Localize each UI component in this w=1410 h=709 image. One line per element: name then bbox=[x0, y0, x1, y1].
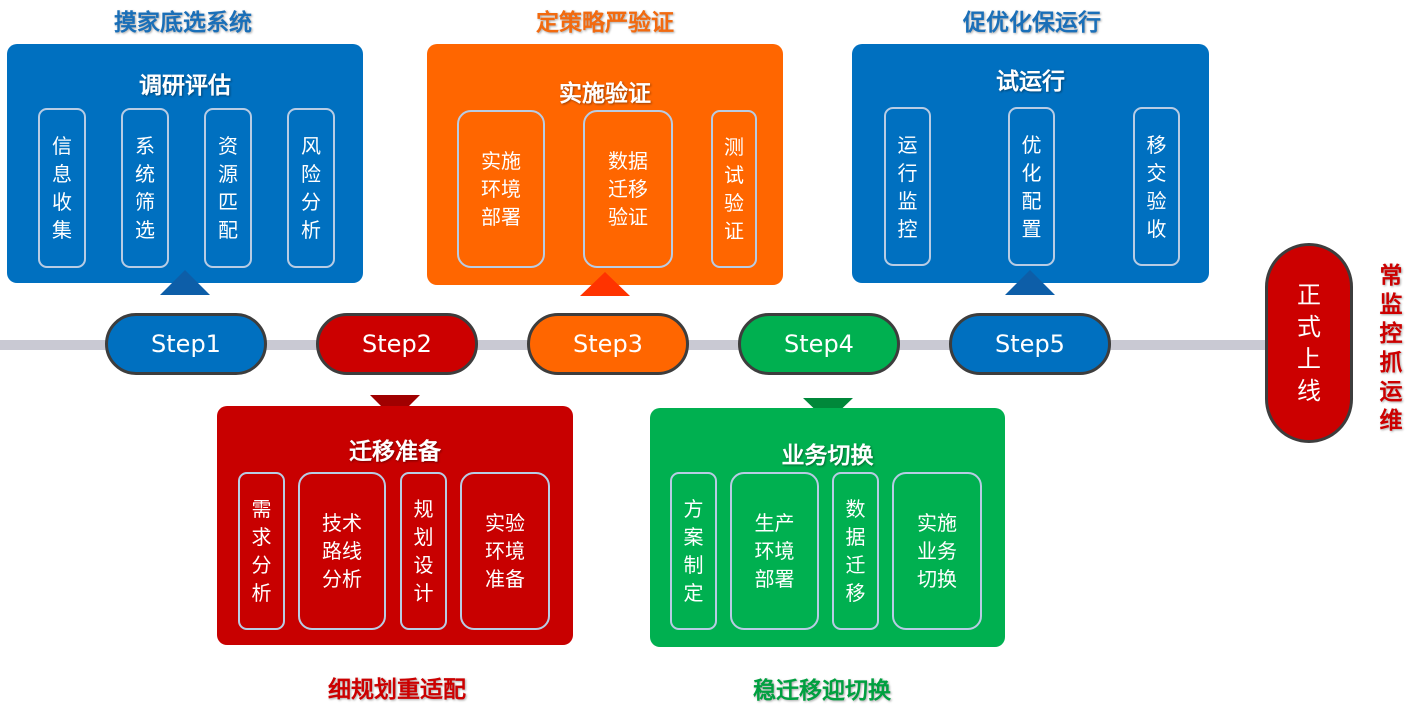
caption-phase2: 细规划重适配 bbox=[328, 677, 466, 703]
phase-title: 试运行 bbox=[996, 69, 1065, 95]
task-cell: 规 划 设 计 bbox=[400, 472, 447, 630]
task-cell: 优 化 配 置 bbox=[1008, 107, 1055, 266]
pointer-arrow-step3 bbox=[580, 272, 630, 296]
task-cell: 移 交 验 收 bbox=[1133, 107, 1180, 266]
task-cell: 风 险 分 析 bbox=[287, 108, 335, 268]
phase-box-research: 调研评估 信 息 收 集 系 统 筛 选 资 源 匹 配 风 险 分 析 bbox=[7, 44, 363, 283]
caption-phase3: 定策略严验证 bbox=[536, 10, 674, 36]
caption-maintenance: 常 监 控 抓 运 维 bbox=[1379, 263, 1403, 434]
step1-button[interactable]: Step1 bbox=[105, 313, 267, 375]
go-live-pill[interactable]: 正 式 上 线 bbox=[1265, 243, 1353, 443]
task-cell: 数 据 迁 移 bbox=[832, 472, 879, 630]
step4-button[interactable]: Step4 bbox=[738, 313, 900, 375]
task-cell: 技术 路线 分析 bbox=[298, 472, 386, 630]
task-cell: 运 行 监 控 bbox=[884, 107, 931, 266]
pointer-arrow-step1 bbox=[160, 270, 210, 295]
phase-box-cutover: 业务切换 方 案 制 定 生产 环境 部署 数 据 迁 移 实施 业务 切换 bbox=[650, 408, 1005, 647]
task-cell: 实施 环境 部署 bbox=[457, 110, 545, 268]
pointer-arrow-step5 bbox=[1005, 270, 1055, 295]
task-cell: 测 试 验 证 bbox=[711, 110, 757, 268]
phase-box-verify: 实施验证 实施 环境 部署 数据 迁移 验证 测 试 验 证 bbox=[427, 44, 783, 285]
phase-title: 业务切换 bbox=[781, 443, 874, 469]
step3-button[interactable]: Step3 bbox=[527, 313, 689, 375]
task-cell: 资 源 匹 配 bbox=[204, 108, 252, 268]
caption-phase4: 稳迁移迎切换 bbox=[753, 678, 891, 704]
task-cell: 需 求 分 析 bbox=[238, 472, 285, 630]
phase-title: 实施验证 bbox=[559, 81, 651, 107]
task-cell: 信 息 收 集 bbox=[38, 108, 86, 268]
task-cell: 数据 迁移 验证 bbox=[583, 110, 673, 268]
step2-button[interactable]: Step2 bbox=[316, 313, 478, 375]
task-cell: 方 案 制 定 bbox=[670, 472, 717, 630]
caption-phase1: 摸家底选系统 bbox=[114, 10, 252, 36]
task-cell: 系 统 筛 选 bbox=[121, 108, 169, 268]
phase-box-migration-prep: 迁移准备 需 求 分 析 技术 路线 分析 规 划 设 计 实验 环境 准备 bbox=[217, 406, 573, 645]
phase-title: 调研评估 bbox=[139, 73, 231, 99]
task-cell: 生产 环境 部署 bbox=[730, 472, 819, 630]
phase-title: 迁移准备 bbox=[349, 439, 441, 465]
task-cell: 实施 业务 切换 bbox=[892, 472, 982, 630]
caption-phase5: 促优化保运行 bbox=[963, 10, 1101, 36]
phase-box-trial-run: 试运行 运 行 监 控 优 化 配 置 移 交 验 收 bbox=[852, 44, 1209, 283]
task-cell: 实验 环境 准备 bbox=[460, 472, 550, 630]
step5-button[interactable]: Step5 bbox=[949, 313, 1111, 375]
